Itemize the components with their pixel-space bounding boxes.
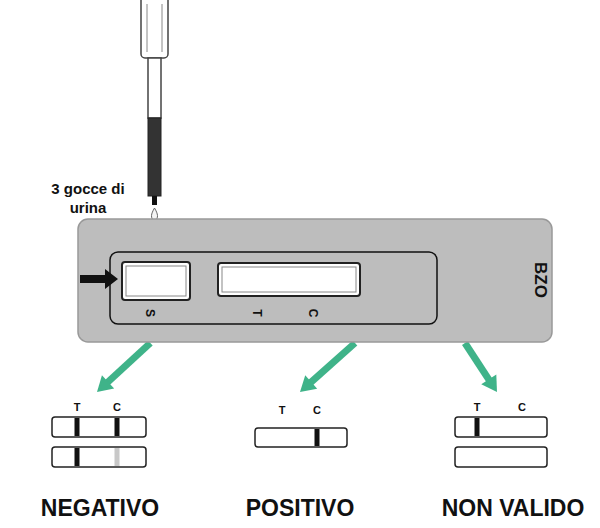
test-cassette: S T C BZO (77, 218, 553, 343)
cassette-body (77, 218, 553, 343)
window-frame (110, 252, 437, 324)
sample-well (122, 262, 190, 300)
sample-well-inner (126, 266, 186, 296)
sample-arrow (80, 269, 118, 289)
result-caption: POSITIVO (246, 497, 355, 520)
test-strip (455, 447, 547, 467)
result-window (218, 263, 360, 296)
result-caption: NEGATIVO (41, 497, 159, 520)
strip-band (115, 418, 120, 436)
sample-well-letter: S (144, 309, 156, 317)
arrow-shaft (107, 343, 151, 383)
result-arrow (465, 343, 497, 392)
instruction-label: 3 gocce di urina (38, 180, 138, 218)
control-line-letter: C (313, 405, 321, 416)
test-strip (255, 428, 347, 447)
test-strip (455, 417, 547, 437)
invalid-result: T C NON VALIDO (430, 392, 595, 524)
test-strip (52, 447, 146, 467)
test-line-letter: T (279, 405, 286, 416)
test-line-letter: T (251, 309, 263, 316)
strip-band (315, 429, 320, 446)
arrow-shaft (310, 343, 355, 383)
arrow-head (481, 375, 497, 392)
strip-band (475, 418, 480, 436)
positive-result: T C POSITIVO (225, 392, 375, 524)
cassette-housing (78, 219, 552, 342)
drug-code: BZO (532, 262, 549, 298)
arrow-head (97, 375, 114, 392)
result-window-inner (222, 267, 356, 292)
negative-result: T C NEGATIVO (25, 392, 175, 524)
strip-band (75, 418, 80, 436)
result-arrow (300, 343, 355, 392)
arrow-head (300, 375, 317, 392)
strip-band (115, 448, 120, 466)
dropper (141, 0, 168, 205)
strip-band (75, 448, 80, 466)
test-line-letter: T (74, 402, 81, 413)
test-strip (52, 417, 146, 437)
result-caption: NON VALIDO (442, 497, 585, 520)
control-line-letter: C (307, 309, 319, 318)
test-line-letter: T (474, 402, 481, 413)
result-arrow (97, 343, 150, 392)
control-line-letter: C (113, 402, 121, 413)
control-line-letter: C (518, 402, 526, 413)
arrow-shaft (465, 343, 490, 381)
